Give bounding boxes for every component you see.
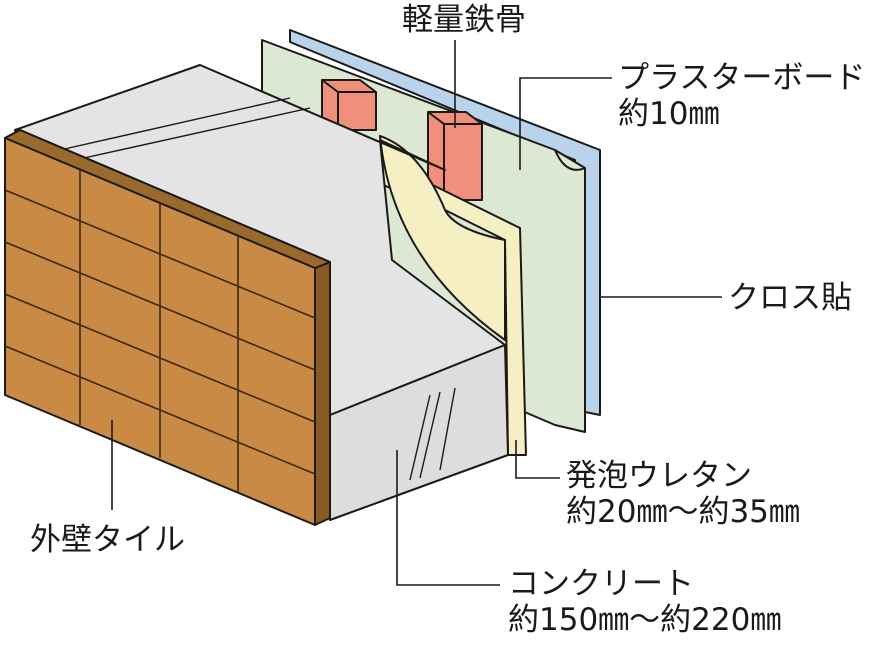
tile-wall-edge bbox=[314, 261, 331, 526]
urethane-name: 発泡ウレタン bbox=[566, 458, 752, 494]
concrete-label: コンクリート 約150㎜～約220㎜ bbox=[508, 566, 781, 638]
concrete-name: コンクリート bbox=[508, 566, 694, 602]
urethane-size: 約20㎜～約35㎜ bbox=[566, 494, 800, 530]
cloth-label: クロス貼 bbox=[728, 280, 852, 316]
tile-grid bbox=[4, 170, 316, 492]
plasterboard-size: 約10㎜ bbox=[618, 96, 720, 132]
urethane-label: 発泡ウレタン 約20㎜～約35㎜ bbox=[566, 458, 800, 530]
urethane-cut-face bbox=[379, 135, 506, 341]
tile-wall-top-edge bbox=[4, 129, 331, 269]
plasterboard-label: プラスターボード 約10㎜ bbox=[618, 60, 865, 132]
leader-lines bbox=[111, 40, 722, 586]
tile-label: 外壁タイル bbox=[30, 522, 185, 558]
concrete-size: 約150㎜～約220㎜ bbox=[508, 602, 782, 638]
plasterboard-name: プラスターボード bbox=[618, 60, 866, 96]
steel-label: 軽量鉄骨 bbox=[402, 2, 526, 38]
